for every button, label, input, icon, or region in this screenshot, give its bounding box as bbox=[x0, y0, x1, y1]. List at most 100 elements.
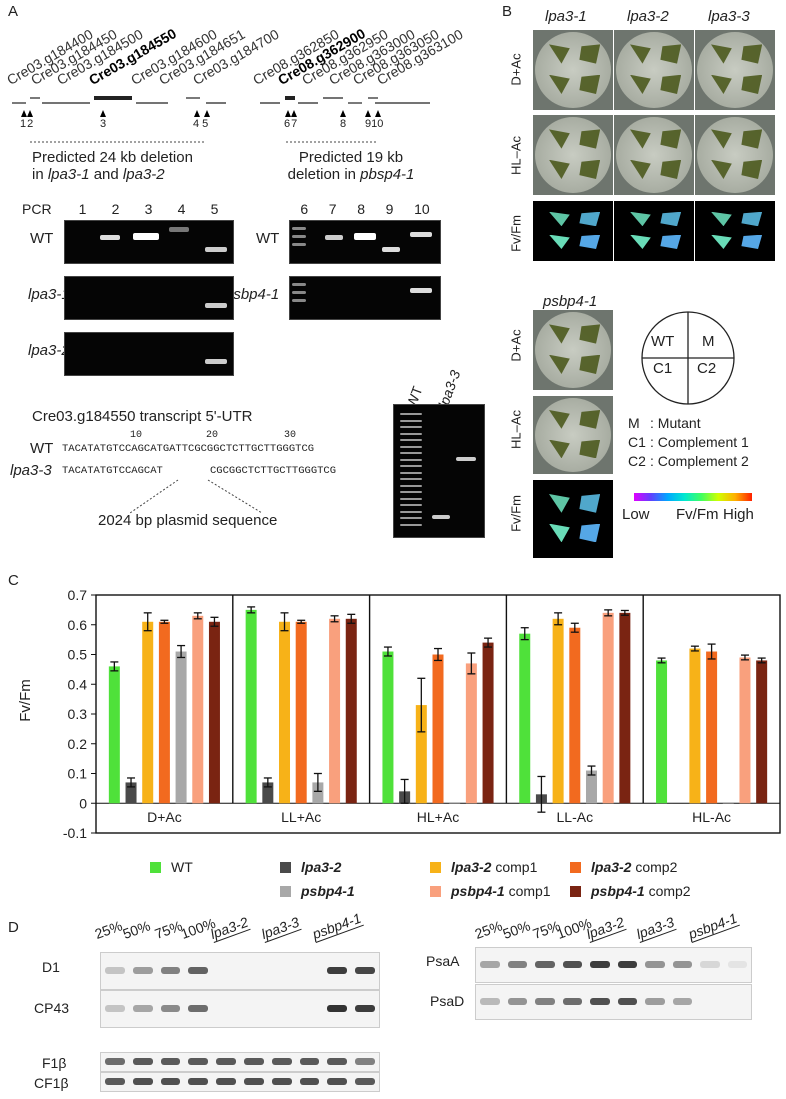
wb-band bbox=[160, 1005, 181, 1012]
legend-entry: psbp4-1 comp2 bbox=[570, 883, 691, 899]
plate-psbp-fvfm bbox=[533, 480, 613, 558]
y-tick-label: 0.5 bbox=[68, 647, 88, 663]
bar bbox=[345, 618, 357, 804]
wb-band bbox=[327, 1005, 348, 1012]
col-psbp41: psbp4-1 bbox=[543, 293, 598, 310]
wb-band bbox=[590, 961, 610, 968]
cell-streak bbox=[579, 324, 601, 344]
blot-psad bbox=[475, 984, 752, 1020]
cell-streak bbox=[711, 211, 732, 227]
wb-band bbox=[188, 967, 209, 974]
wb-band bbox=[617, 961, 637, 968]
plate-hlac-1 bbox=[533, 115, 613, 195]
wb-column-label: lpa3-2 bbox=[584, 913, 627, 943]
cell-streak bbox=[711, 234, 732, 249]
cell-streak bbox=[660, 74, 682, 94]
wb-band bbox=[216, 1058, 236, 1065]
wb-column-label: lpa3-2 bbox=[208, 913, 251, 943]
wb-column-label: 25% bbox=[472, 917, 505, 942]
wb-column-label: psbp4-1 bbox=[310, 909, 364, 943]
mutant-legend: M: Mutant C1: Complement 1 C2: Complemen… bbox=[628, 415, 749, 469]
wb-label-psad: PsaD bbox=[430, 993, 465, 1009]
cell-streak bbox=[660, 159, 682, 179]
col-lpa32: lpa3-2 bbox=[627, 8, 669, 25]
scale-mid: Fv/Fm bbox=[676, 506, 719, 523]
bar bbox=[619, 612, 631, 804]
pcr-label: PCR bbox=[22, 201, 52, 217]
plate-hlac-2 bbox=[614, 115, 694, 195]
blot-f1b bbox=[100, 1052, 380, 1072]
utr-tick-20: 20 bbox=[206, 430, 219, 441]
plate-dac-2 bbox=[614, 30, 694, 110]
legend-entry: lpa3-2 comp1 bbox=[430, 859, 537, 875]
blot-cp43 bbox=[100, 990, 380, 1028]
cell-streak bbox=[741, 234, 763, 249]
legend-label: psbp4-1 comp1 bbox=[451, 883, 551, 899]
bar bbox=[175, 651, 187, 804]
marker-nums-67: 67 bbox=[284, 118, 299, 130]
quad-wt: WT bbox=[651, 333, 675, 350]
bar bbox=[208, 621, 220, 804]
legend-label: lpa3-2 comp1 bbox=[451, 859, 538, 875]
plate-fvfm-3 bbox=[695, 201, 775, 261]
legend-swatch bbox=[430, 885, 441, 897]
left-deletion-text: Predicted 24 kb deletion in lpa3-1 and l… bbox=[32, 149, 193, 183]
wb-label-d1: D1 bbox=[42, 959, 60, 975]
wb-band bbox=[132, 1005, 153, 1012]
utr-title: Cre03.g184550 transcript 5'-UTR bbox=[32, 408, 253, 425]
marker-num-3: 3 bbox=[100, 118, 107, 130]
bar bbox=[482, 642, 494, 804]
wb-band bbox=[299, 1058, 320, 1065]
cell-streak bbox=[549, 494, 570, 513]
blot-psaa bbox=[475, 947, 752, 983]
legend-label: WT bbox=[171, 859, 193, 875]
bar bbox=[689, 648, 701, 804]
fvfm-color-scale bbox=[634, 493, 752, 501]
wb-column-label: lpa3-3 bbox=[634, 913, 677, 943]
wb-band bbox=[327, 967, 348, 974]
wb-band bbox=[355, 967, 375, 974]
cell-streak bbox=[630, 234, 651, 249]
y-tick-label: 0.6 bbox=[68, 617, 88, 633]
cell-streak bbox=[579, 494, 601, 513]
plate-fvfm-2 bbox=[614, 201, 694, 261]
wb-band bbox=[271, 1058, 292, 1065]
cell-streak bbox=[579, 523, 601, 543]
utr-wt-label: WT bbox=[30, 440, 54, 457]
wb-band bbox=[535, 961, 555, 968]
bar bbox=[125, 782, 137, 804]
bar bbox=[192, 615, 204, 804]
gel-psbp41 bbox=[289, 276, 441, 320]
category-label: D+Ac bbox=[147, 809, 182, 825]
gel-row-wt-left: WT bbox=[30, 230, 54, 247]
category-label: HL-Ac bbox=[692, 809, 731, 825]
wb-band bbox=[645, 961, 665, 968]
wb-band bbox=[480, 998, 500, 1005]
cell-streak bbox=[741, 129, 763, 149]
cell-streak bbox=[579, 410, 601, 429]
right-deletion-text: Predicted 19 kb deletion in pbsp4-1 bbox=[287, 149, 415, 183]
cell-streak bbox=[741, 159, 763, 179]
legend-label: lpa3-2 bbox=[301, 859, 342, 875]
wb-band bbox=[271, 1078, 292, 1085]
y-tick-label: 0.3 bbox=[68, 706, 88, 722]
wb-band bbox=[188, 1078, 209, 1085]
cell-streak bbox=[579, 159, 601, 179]
wb-label-f1b: F1β bbox=[42, 1055, 67, 1071]
cell-streak bbox=[579, 74, 601, 94]
cell-streak bbox=[630, 211, 651, 227]
wb-band bbox=[188, 1058, 209, 1065]
wb-band bbox=[105, 1078, 125, 1085]
cell-streak bbox=[549, 523, 570, 543]
wb-band bbox=[132, 1078, 153, 1085]
gel-lpa32 bbox=[64, 332, 234, 376]
plate-psbp-hlac bbox=[533, 396, 613, 474]
utr-wt-seq: TACATATGTCCAGCATGATTCGCGGCTCTTGCTTGGGTCG bbox=[62, 443, 315, 455]
bar bbox=[569, 627, 581, 804]
chart-ylabel: Fv/Fm bbox=[16, 679, 34, 722]
wb-band bbox=[327, 1078, 348, 1085]
blot-cf1b bbox=[100, 1072, 380, 1092]
